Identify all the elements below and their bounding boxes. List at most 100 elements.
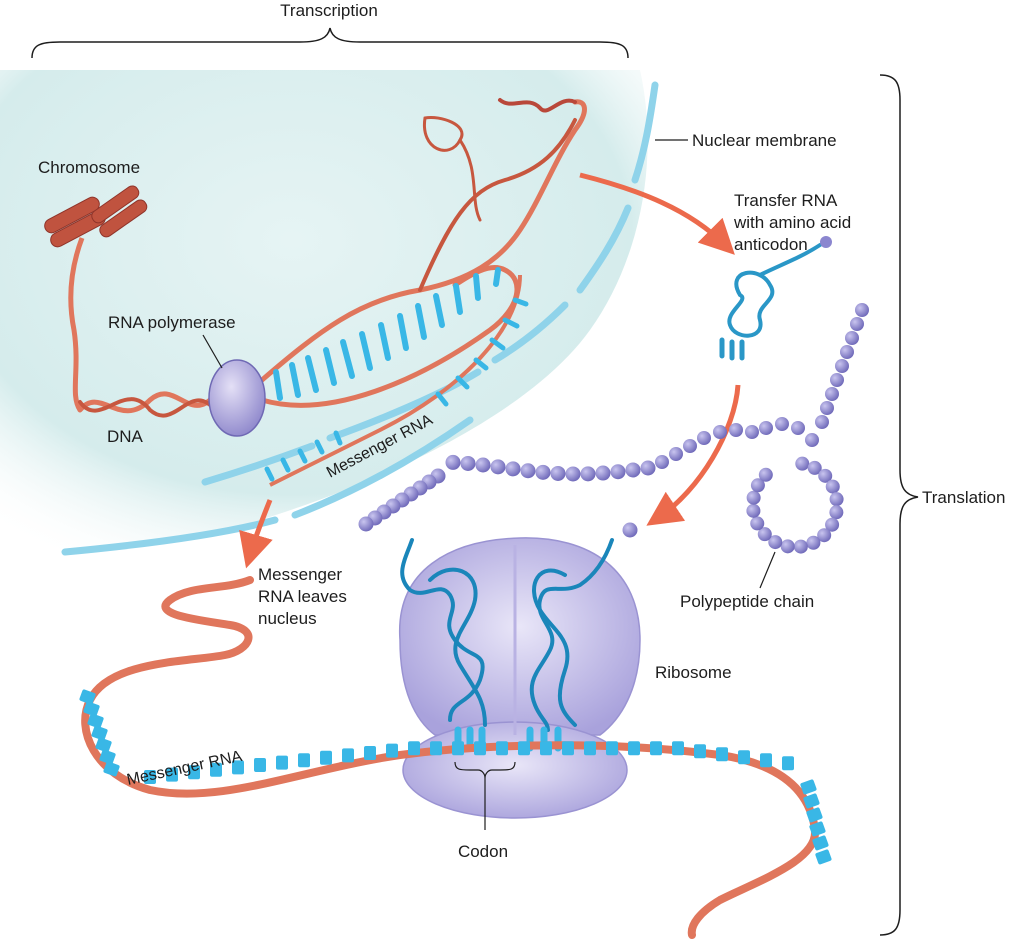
mrna-base <box>815 849 832 865</box>
mrna-base <box>210 762 222 777</box>
amino-acid-bead <box>520 463 536 479</box>
amino-acid-bead <box>655 455 669 469</box>
label-mrna-leaves-line3: nucleus <box>258 609 317 628</box>
amino-acid-bead <box>780 539 795 554</box>
mrna-base <box>584 741 596 756</box>
amino-acid-bead <box>580 466 596 482</box>
amino-acid-bead <box>745 425 759 439</box>
amino-acid-bead <box>565 466 581 482</box>
amino-acid-bead <box>445 454 461 470</box>
ribosome <box>399 537 641 819</box>
amino-acid-bead <box>475 457 491 473</box>
amino-acid-bead <box>817 528 832 543</box>
polypeptide-chain <box>655 303 869 554</box>
mrna-base <box>87 713 104 729</box>
label-rna-polymerase: RNA polymerase <box>108 313 236 332</box>
mrna-base <box>518 741 530 756</box>
amino-acid-bead <box>830 373 844 387</box>
label-mrna-leaves-line1: Messenger <box>258 565 342 584</box>
mrna-base <box>803 793 820 809</box>
mrna-codon-bases <box>79 689 832 865</box>
amino-acid-bead <box>729 423 743 437</box>
arrow-to-trna <box>579 172 735 255</box>
mrna-base <box>83 701 100 717</box>
mrna-cytoplasm <box>79 576 832 939</box>
amino-acid-bead <box>460 455 476 471</box>
rna-polymerase-leader <box>202 334 223 369</box>
label-mrna-leaves-line2: RNA leaves <box>258 587 347 606</box>
mrna-base <box>364 746 376 760</box>
amino-acid-bead <box>759 421 773 435</box>
mrna-base <box>342 748 354 763</box>
mrna-base <box>91 725 108 741</box>
mrna-base <box>474 741 486 756</box>
polypeptide-leader <box>759 551 776 589</box>
transfer-rna-free <box>719 236 832 361</box>
mrna-base <box>298 753 310 768</box>
mrna-base <box>809 821 826 837</box>
rna-polymerase <box>208 359 266 437</box>
label-transfer-rna: Transfer RNA with amino acid anticodon <box>733 191 856 254</box>
amino-acid-bead <box>746 503 761 518</box>
mrna-base <box>320 750 332 765</box>
mrna-base <box>232 760 244 775</box>
mrna-bases-bubble <box>273 267 501 401</box>
label-mrna-leaves: Messenger RNA leaves nucleus <box>258 565 352 628</box>
label-transfer-rna-line3: anticodon <box>734 235 808 254</box>
amino-acid-bead <box>713 425 727 439</box>
amino-acid-bead <box>358 516 374 532</box>
amino-acid-bead <box>775 417 789 431</box>
amino-acid-bead <box>750 516 765 531</box>
amino-acid-bead <box>820 401 834 415</box>
amino-acid-bead <box>793 539 808 554</box>
nucleus-region <box>0 70 648 555</box>
amino-acid-bead <box>818 468 833 483</box>
mrna-base <box>606 741 618 756</box>
label-chromosome: Chromosome <box>38 158 140 177</box>
arrow-mrna-leaves <box>239 499 273 569</box>
amino-acid-bead <box>825 387 839 401</box>
mrna-base <box>99 749 116 765</box>
mrna-base <box>812 835 829 851</box>
mrna-base <box>694 744 706 759</box>
mrna-base <box>103 761 120 777</box>
translation-brace <box>879 74 919 936</box>
amino-acid-bead <box>505 461 521 477</box>
mrna-base <box>672 741 684 756</box>
amino-acid-bead <box>746 490 761 505</box>
mrna-base <box>430 741 442 756</box>
amino-acid-bead <box>535 464 551 480</box>
label-codon: Codon <box>458 842 508 861</box>
amino-acid-bead <box>683 439 697 453</box>
mrna-base <box>95 737 112 753</box>
amino-acid-bead <box>750 478 765 493</box>
mrna-base <box>496 741 508 756</box>
amino-acid-bead <box>610 464 626 480</box>
amino-acid-bead <box>791 421 805 435</box>
amino-acid-bead <box>625 462 641 478</box>
label-nuclear-membrane: Nuclear membrane <box>692 131 837 150</box>
mrna-base <box>188 765 200 780</box>
mrna-base <box>716 747 728 762</box>
amino-acid-bead <box>855 303 869 317</box>
amino-acid-bead <box>758 467 773 482</box>
amino-acid-bead <box>757 527 772 542</box>
label-translation: Translation <box>922 488 1005 507</box>
mrna-base <box>254 758 266 772</box>
arrow-trna-to-ribosome <box>646 384 741 526</box>
mrna-nucleus-exit <box>264 274 529 487</box>
mrna-base <box>760 753 772 768</box>
label-transcription: Transcription <box>280 1 378 20</box>
amino-acid-bead <box>490 459 506 475</box>
mrna-base <box>782 756 794 771</box>
label-ribosome: Ribosome <box>655 663 732 682</box>
label-messenger-rna-cytoplasm: Messenger RNA <box>125 748 244 789</box>
mrna-base <box>628 741 640 756</box>
amino-acid-bead <box>815 415 829 429</box>
mrna-base <box>806 807 823 823</box>
mrna-base <box>408 741 420 756</box>
amino-acid-bead <box>595 465 611 481</box>
label-dna: DNA <box>107 427 144 446</box>
amino-acid-bead <box>850 317 864 331</box>
mrna-base <box>166 767 178 782</box>
